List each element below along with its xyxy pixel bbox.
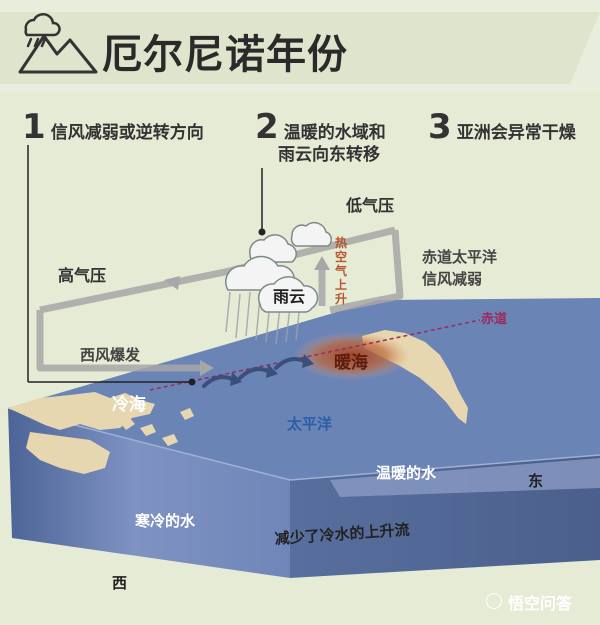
trade-winds-label-line-2: 信风减弱 <box>422 270 483 288</box>
high-pressure-label: 高气压 <box>58 266 107 285</box>
low-pressure-label: 低气压 <box>346 196 395 215</box>
step-2-pointer-dot <box>258 228 266 236</box>
step-2-number: 2 <box>255 107 279 147</box>
cold-sea-label: 冷海 <box>112 395 146 415</box>
step-2-text-line-2: 雨云向东转移 <box>278 145 380 165</box>
step-2-line-2: 雨云向东转移 <box>278 142 380 168</box>
circulation-arrow-west <box>200 360 214 376</box>
rain-cloud-label: 雨云 <box>273 287 306 306</box>
page-title: 厄尔尼诺年份 <box>102 32 348 78</box>
westerly-burst-label: 西风爆发 <box>80 346 141 364</box>
equator-label: 赤道 <box>481 312 508 327</box>
ocean-top-surface <box>8 298 600 480</box>
circulation-arrow-top <box>164 276 180 290</box>
step-1-pointer-dot <box>188 378 196 386</box>
small-cloud <box>249 221 332 263</box>
weather-mountain-icon <box>18 13 98 74</box>
circulation-arrow-up <box>314 256 330 270</box>
current-arrow-heads <box>230 354 314 386</box>
step-3-number: 3 <box>428 107 452 147</box>
australia-land <box>26 432 110 474</box>
asia-land <box>8 392 155 430</box>
islands-land <box>118 408 194 446</box>
west-label: 西 <box>112 574 128 592</box>
step-1-number: 1 <box>22 107 46 147</box>
header-band <box>0 12 600 84</box>
warm-sea-label: 暖海 <box>334 353 368 373</box>
circulation-frame <box>36 226 404 372</box>
step-3: 3 亚洲会异常干燥 <box>428 110 576 146</box>
hot-air-rise-label: 热空气上升 <box>335 236 348 306</box>
step-1-text: 信风减弱或逆转方向 <box>50 123 204 143</box>
east-label: 东 <box>528 472 544 490</box>
trade-winds-label-line-1: 赤道太平洋 <box>422 248 498 266</box>
watermark-logo-icon <box>486 593 502 609</box>
cold-water-label: 寒冷的水 <box>135 512 196 530</box>
equator-line <box>149 319 481 391</box>
ocean-edge-right <box>289 454 600 481</box>
step-2: 2 温暖的水域和 <box>255 110 386 146</box>
warm-sea-glow <box>294 332 410 380</box>
warm-water-label: 温暖的水 <box>376 464 437 482</box>
rain-cloud-icon <box>225 255 319 313</box>
step-2-text-line-1: 温暖的水域和 <box>283 123 386 143</box>
warm-water-layer <box>330 458 600 497</box>
step-3-text: 亚洲会异常干燥 <box>456 123 576 143</box>
step-1: 1 信风减弱或逆转方向 <box>22 110 204 146</box>
header <box>0 0 600 92</box>
pacific-label: 太平洋 <box>287 415 333 433</box>
watermark-text: 悟空问答 <box>508 594 573 613</box>
